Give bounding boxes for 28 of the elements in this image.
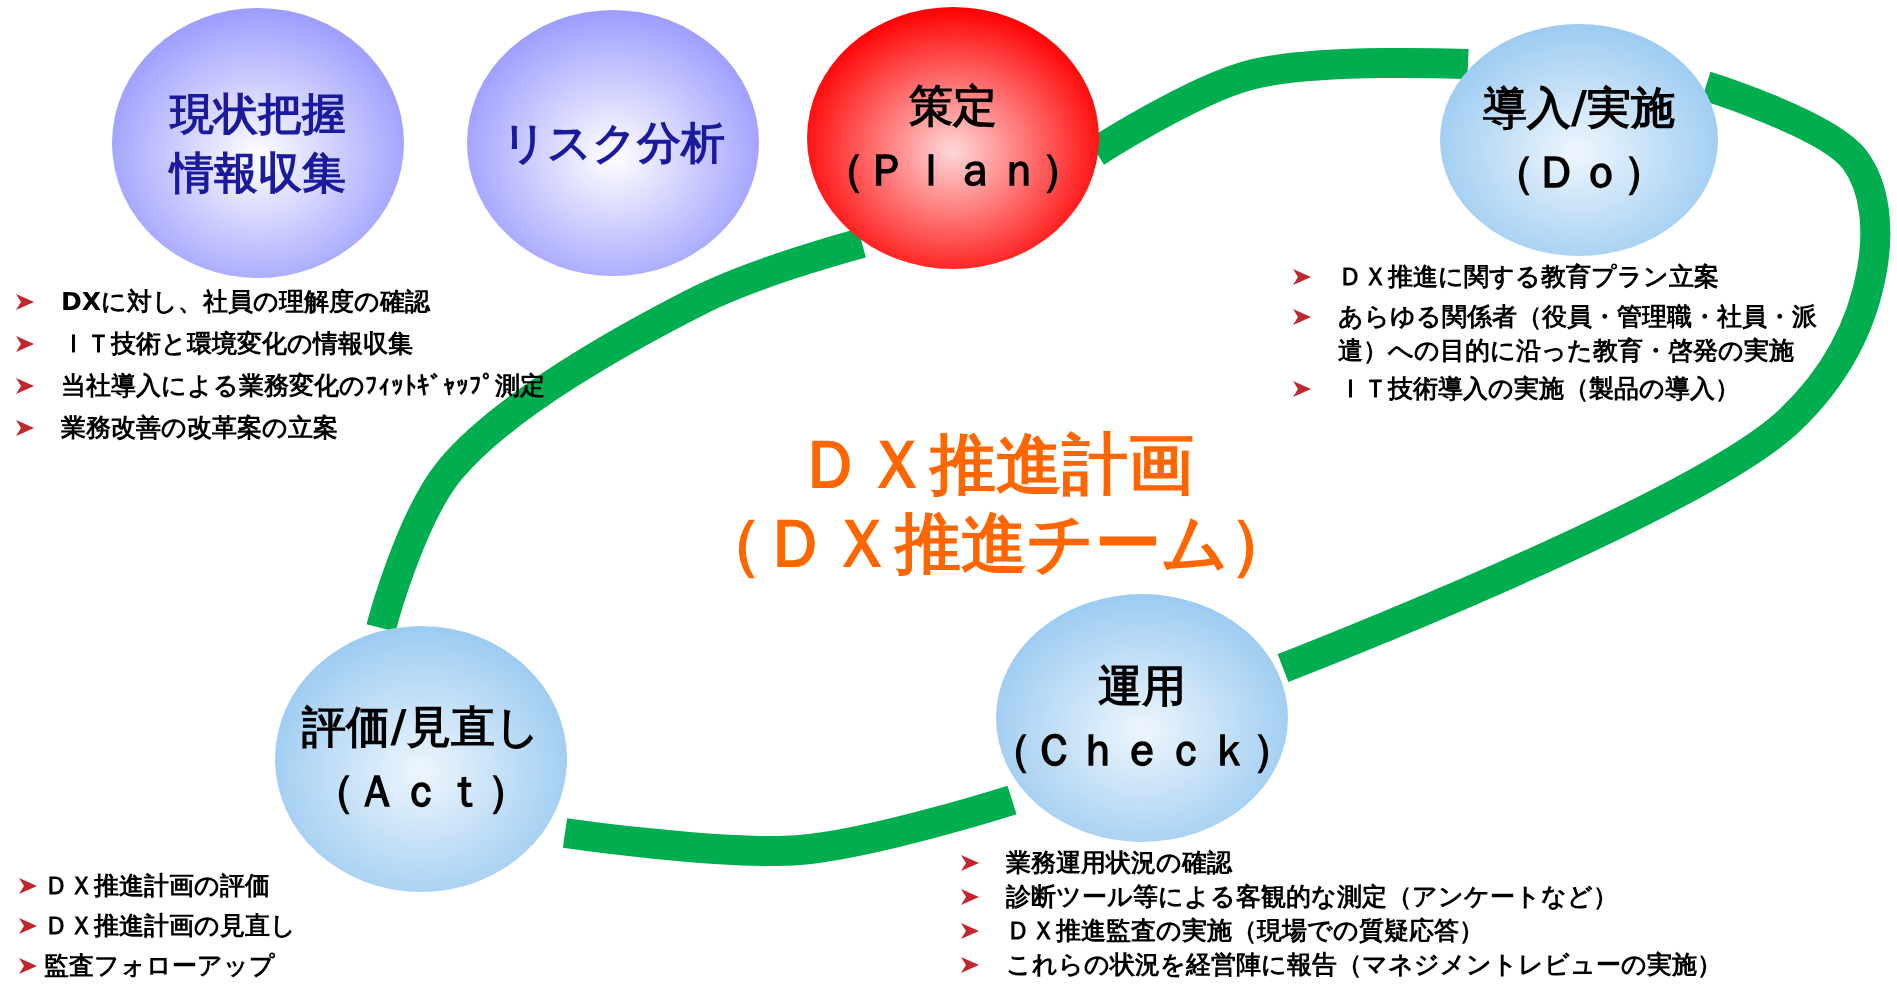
- bullet-text: これらの状況を経営陣に報告（マネジメントレビューの実施）: [1006, 949, 1723, 981]
- bullet-text: ＤＸ推進計画の評価: [44, 870, 271, 902]
- node-label: 現状把握情報収集: [167, 86, 347, 200]
- bullet-text: 診断ツール等による客観的な測定（アンケートなど）: [1006, 881, 1619, 913]
- node-label: 評価/見直し: [302, 700, 540, 755]
- bullet-text: 当社導入による業務変化のﾌｨｯﾄｷﾞｬｯﾌﾟ測定: [61, 370, 546, 402]
- bullet-text: 監査フォローアップ: [44, 950, 276, 982]
- node-label: （Ａｃｔ）: [311, 764, 531, 818]
- node-label: 運用: [1098, 659, 1186, 714]
- bullet-text: ＤＸ推進に関する教育プラン立案: [1338, 261, 1720, 293]
- bullet-text: ＤＸ推進計画の見直し: [44, 910, 297, 942]
- node-label: 導入/実施: [1482, 81, 1676, 136]
- bullet-text: 業務改善の改革案の立案: [61, 412, 339, 444]
- node-label: （Ｄｏ）: [1491, 145, 1667, 199]
- node-label: （Ｃｈｅｃｋ）: [988, 723, 1296, 777]
- bullet-text: DXに対し、社員の理解度の確認: [61, 286, 432, 318]
- node-label: （Ｐｌａｎ）: [821, 143, 1085, 197]
- bullet-text: ＩＴ技術と環境変化の情報収集: [61, 328, 414, 360]
- bullet-text: ＩＴ技術導入の実施（製品の導入）: [1338, 373, 1741, 405]
- loop-connector: [366, 228, 866, 632]
- bullet-text: ＤＸ推進監査の実施（現場での質疑応答）: [1006, 915, 1485, 947]
- bullet-text: あらゆる関係者（役員・管理職・社員・派遣）への目的に沿った教育・啓発の実施: [1338, 301, 1818, 367]
- loop-connector: [562, 785, 1017, 866]
- node-label: 策定: [909, 79, 997, 134]
- bullet-text: 業務運用状況の確認: [1006, 847, 1234, 879]
- loop-connector: [1277, 71, 1891, 682]
- center-title: ＤＸ推進計画（ＤＸ推進チーム）: [696, 425, 1296, 584]
- node-label: リスク分析: [501, 116, 725, 171]
